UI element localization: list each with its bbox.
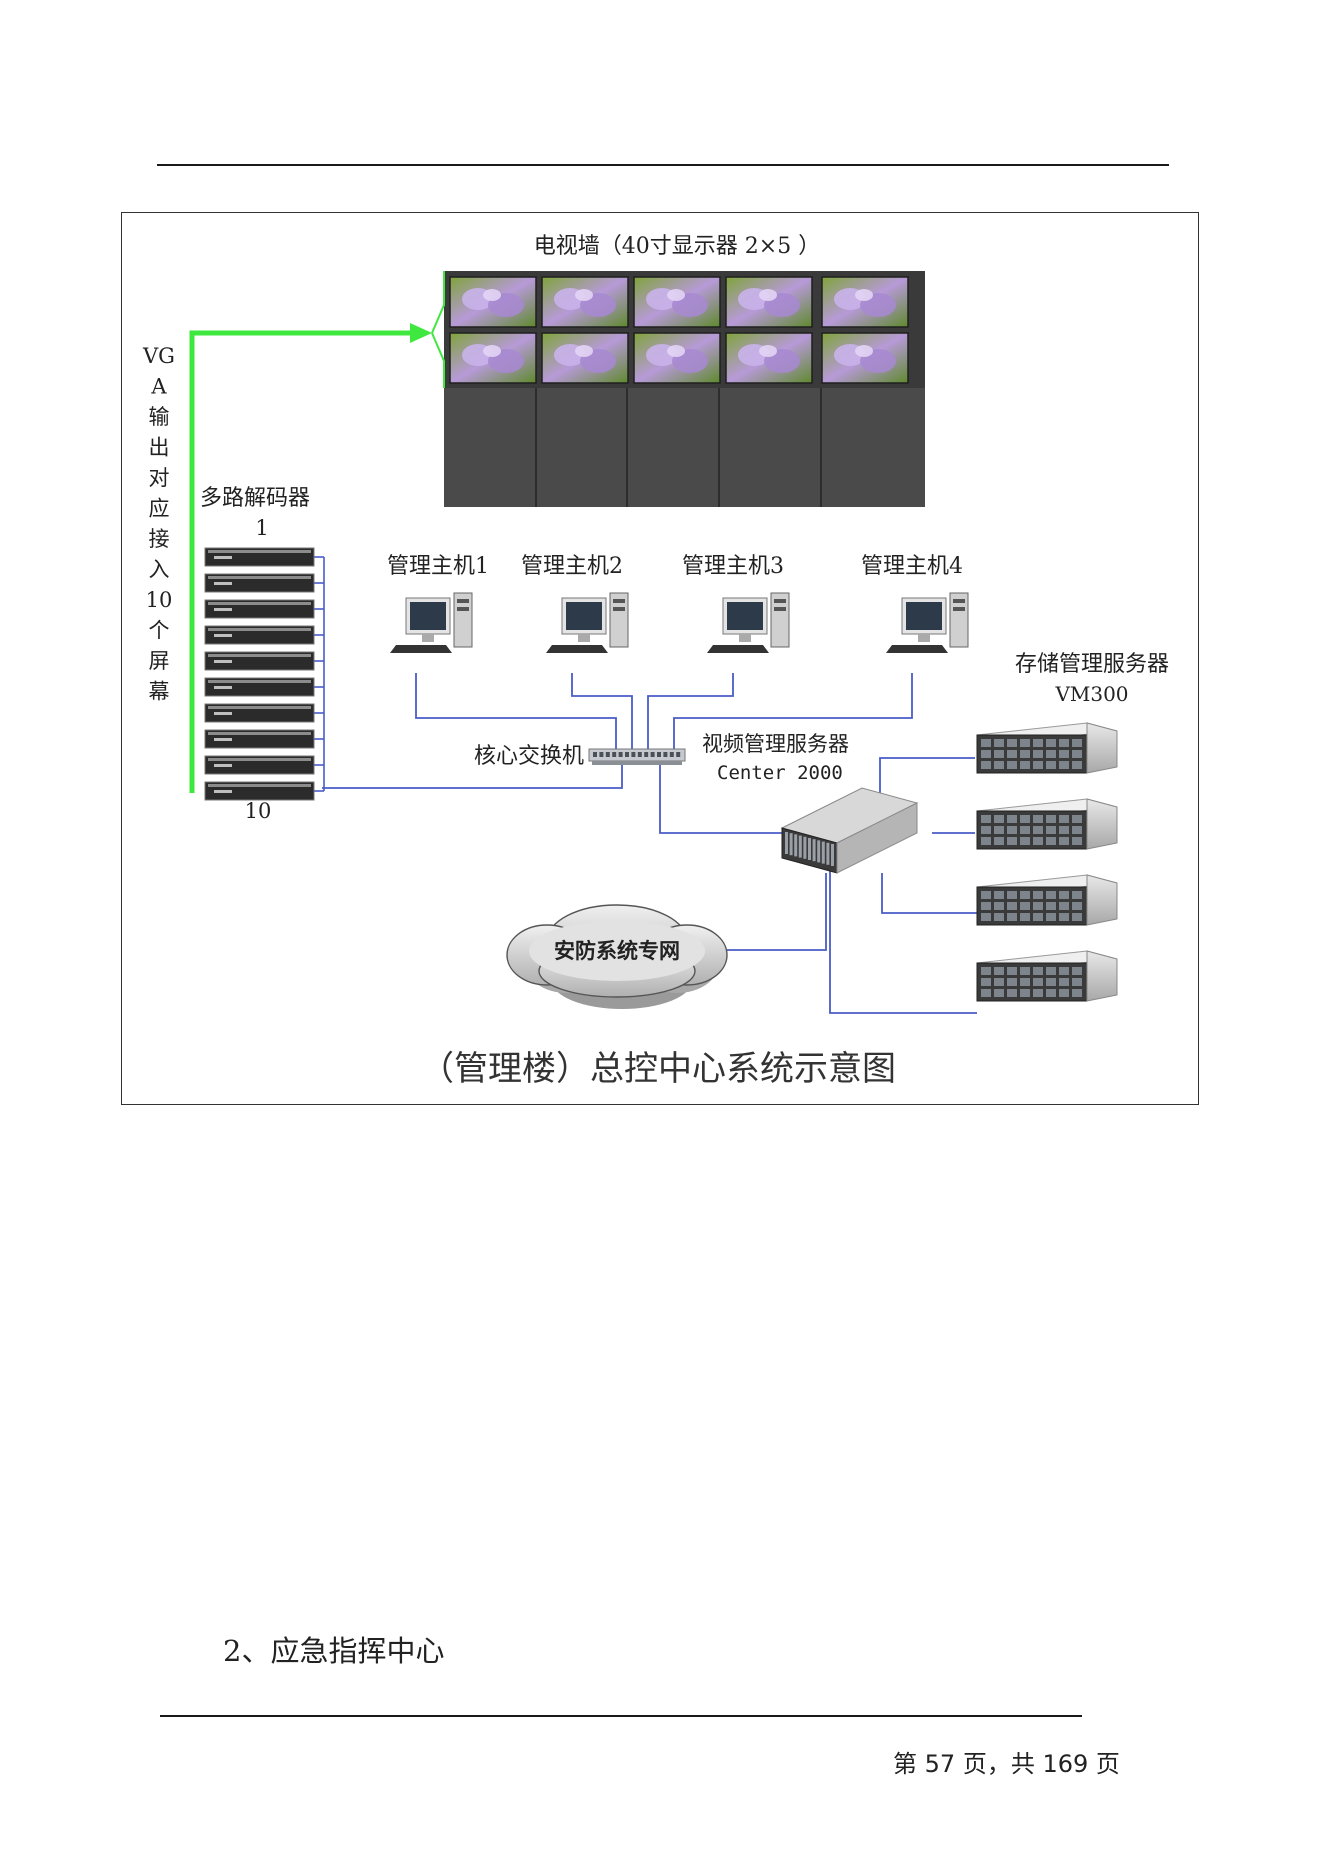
current-page: 57 (924, 1750, 956, 1778)
section-heading: 2、应急指挥中心 (223, 1634, 445, 1668)
storage-server-unit (976, 798, 1118, 850)
wall-screen (725, 332, 813, 384)
storage-server-unit (976, 722, 1118, 774)
video-wall (444, 271, 925, 507)
wall-screen (821, 332, 909, 384)
vga-label-char: 屏 (149, 649, 170, 673)
total-pages: 169 (1042, 1750, 1089, 1778)
core-switch-label: 核心交换机 (474, 744, 584, 769)
decoder-unit (204, 599, 324, 619)
vga-label-char: 出 (149, 436, 170, 460)
decoder-unit (204, 625, 324, 645)
vga-label-char: A (150, 375, 167, 399)
host-4: 管理主机4 (861, 554, 969, 653)
video-wall-title: 电视墙（40寸显示器 2×5 ） (534, 234, 820, 259)
page-prefix: 第 (893, 1750, 925, 1778)
decoder-unit (204, 547, 324, 567)
vga-arrow (189, 271, 445, 793)
wall-screen (449, 276, 537, 328)
vga-label-char: 个 (149, 619, 170, 643)
decoder-unit (204, 573, 324, 593)
vga-label-char: 接 (149, 527, 170, 551)
decoder-stack (204, 547, 325, 801)
vga-label-char: VG (142, 344, 175, 368)
decoder-label: 多路解码器 (200, 486, 310, 511)
vga-label-char: 输 (149, 405, 170, 429)
video-server-label: 视频管理服务器 (702, 732, 849, 756)
page-number: 第 57 页，共 169 页 (893, 1744, 1120, 1779)
decoder-unit (204, 781, 324, 801)
core-switch (588, 748, 686, 765)
figure-caption: （管理楼）总控中心系统示意图 (420, 1049, 896, 1089)
decoder-unit (204, 677, 324, 697)
storage-server-label: 存储管理服务器 (1015, 652, 1169, 677)
host-1: 管理主机1 (387, 554, 489, 653)
storage-server-unit (976, 874, 1118, 926)
host-label: 管理主机2 (521, 554, 623, 579)
page-suffix: 页 (1088, 1750, 1120, 1778)
network-lines (322, 673, 977, 1014)
decoder-first-number: 1 (255, 516, 268, 540)
wall-screen (541, 332, 629, 384)
vga-label-char: 应 (149, 497, 170, 521)
storage-servers (976, 722, 1118, 1002)
storage-server-unit (976, 950, 1118, 1002)
video-server-model: Center 2000 (717, 762, 843, 784)
vga-label-char: 10 (146, 588, 173, 612)
vga-label-char: 入 (149, 558, 170, 582)
host-label: 管理主机4 (861, 554, 963, 579)
cloud-label: 安防系统专网 (554, 939, 680, 963)
header-rule (157, 164, 1169, 166)
storage-server-model: VM300 (1054, 682, 1128, 706)
page-middle: 页，共 (955, 1750, 1043, 1778)
management-hosts: 管理主机1 管理主机2 管理主机3 管理主机4 (387, 554, 969, 653)
host-3: 管理主机3 (682, 554, 790, 653)
wall-screen (725, 276, 813, 328)
decoder-unit (204, 651, 324, 671)
wall-screen (449, 332, 537, 384)
wall-screen (633, 332, 721, 384)
decoder-unit (204, 755, 324, 775)
decoder-unit (204, 729, 324, 749)
host-label: 管理主机3 (682, 554, 784, 579)
decoder-unit (204, 703, 324, 723)
vga-label-char: 对 (149, 466, 170, 490)
security-network-cloud (506, 904, 728, 1009)
decoder-last-number: 10 (245, 799, 272, 823)
wall-screen (541, 276, 629, 328)
video-server (780, 787, 919, 874)
host-label: 管理主机1 (387, 554, 489, 579)
vga-label-char: 幕 (149, 680, 170, 704)
wall-screen (633, 276, 721, 328)
host-2: 管理主机2 (521, 554, 629, 653)
wall-screen (821, 276, 909, 328)
footer-rule (160, 1715, 1082, 1717)
